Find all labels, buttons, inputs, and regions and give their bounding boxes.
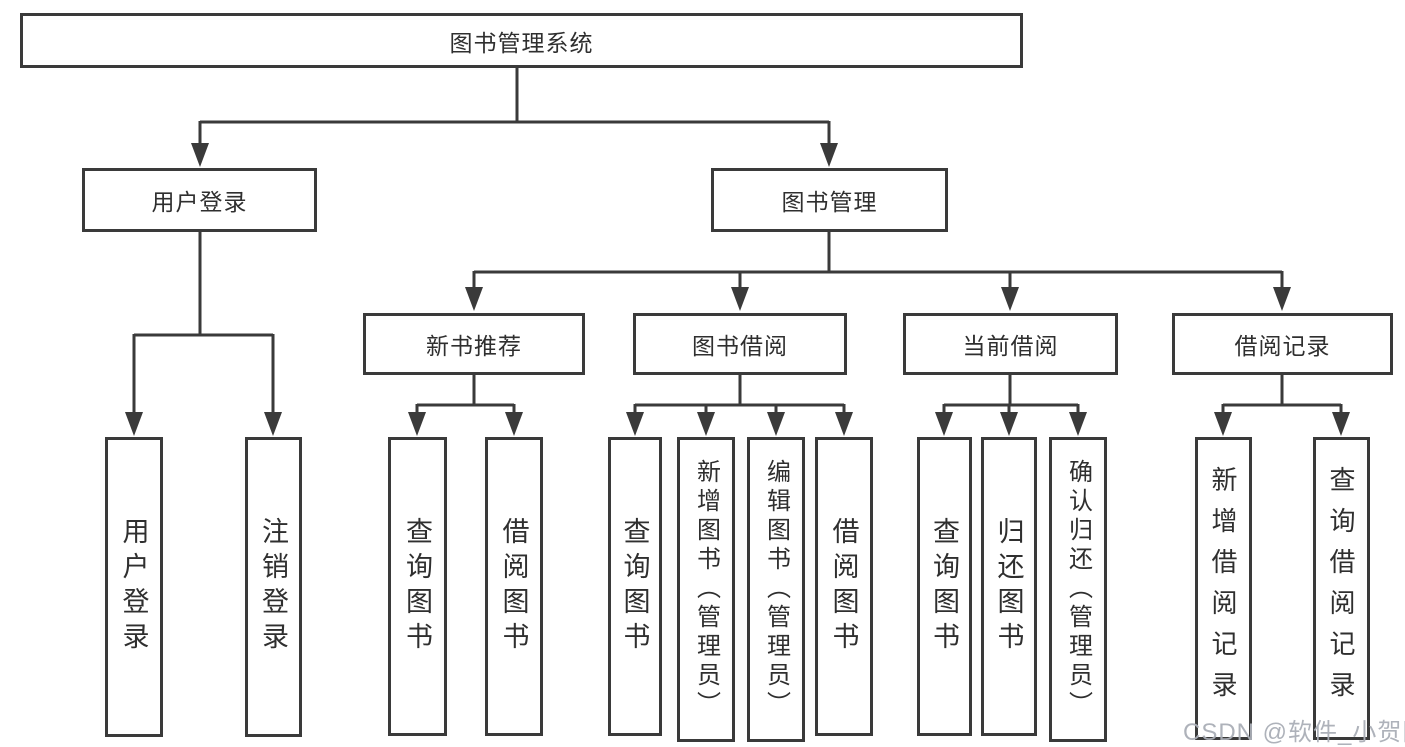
leaf-user-login-label: 用户登录 — [118, 517, 149, 657]
leaf-add-book-admin: 新增图书（管理员） — [677, 437, 735, 742]
leaf-query-books-newbook: 查询图书 — [388, 437, 447, 736]
node-current-borrowing: 当前借阅 — [903, 313, 1118, 375]
leaf-query-borrow-record: 查询借阅记录 — [1313, 437, 1370, 740]
leaf-edit-book-admin: 编辑图书（管理员） — [747, 437, 805, 742]
leaf-query-books-current-label: 查询图书 — [929, 516, 959, 657]
leaf-confirm-return-admin: 确认归还（管理员） — [1049, 437, 1107, 742]
node-book-management: 图书管理 — [711, 168, 948, 232]
leaf-add-book-admin-label: 新增图书（管理员） — [692, 459, 720, 720]
leaf-edit-book-admin-label: 编辑图书（管理员） — [762, 459, 790, 720]
node-new-book-recommendation: 新书推荐 — [363, 313, 585, 375]
leaf-borrow-books-newbook-label: 借阅图书 — [498, 516, 529, 657]
leaf-query-books-borrow-label: 查询图书 — [619, 516, 650, 657]
node-library-system: 图书管理系统 — [20, 13, 1023, 68]
node-user-login: 用户登录 — [82, 168, 317, 232]
leaf-add-borrow-record: 新增借阅记录 — [1195, 437, 1252, 740]
leaf-logout-label: 注销登录 — [258, 517, 288, 657]
leaf-return-book: 归还图书 — [981, 437, 1037, 736]
leaf-query-books-borrow: 查询图书 — [608, 437, 662, 736]
csdn-watermark: CSDN @软件_小贺同学 — [1183, 719, 1405, 746]
leaf-borrow-books-newbook: 借阅图书 — [485, 437, 543, 736]
leaf-user-login: 用户登录 — [105, 437, 163, 737]
arrowheads — [125, 143, 1350, 436]
leaf-logout: 注销登录 — [245, 437, 302, 737]
leaf-confirm-return-admin-label: 确认归还（管理员） — [1064, 459, 1092, 720]
node-book-borrowing: 图书借阅 — [633, 313, 847, 375]
leaf-borrow-books-borrow-label: 借阅图书 — [828, 516, 859, 657]
leaf-return-book-label: 归还图书 — [993, 516, 1024, 657]
leaf-add-borrow-record-label: 新增借阅记录 — [1208, 465, 1238, 712]
leaf-query-borrow-record-label: 查询借阅记录 — [1326, 465, 1356, 712]
leaf-query-books-newbook-label: 查询图书 — [402, 516, 432, 657]
leaf-query-books-current: 查询图书 — [917, 437, 972, 736]
leaf-borrow-books-borrow: 借阅图书 — [815, 437, 873, 736]
node-borrowing-records: 借阅记录 — [1172, 313, 1393, 375]
